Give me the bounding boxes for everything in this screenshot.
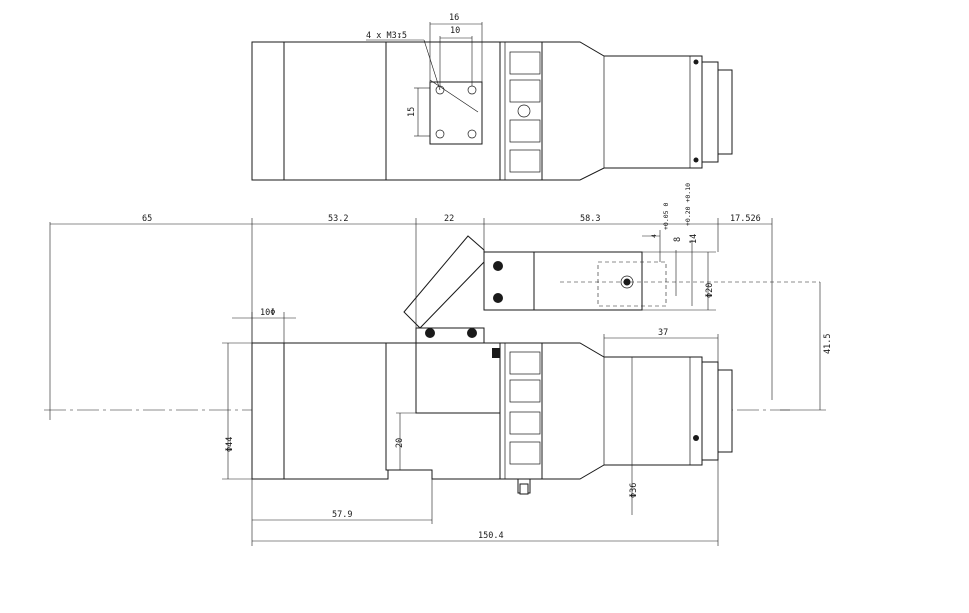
dim-label-phi36: Φ36 bbox=[629, 483, 639, 498]
dim-label-8: 8 bbox=[673, 237, 683, 242]
tol-label-b: +0.20 +0.10 bbox=[684, 183, 692, 226]
thread-callout: 4 x M3↧5 bbox=[366, 31, 407, 41]
top-front-flange bbox=[701, 61, 719, 163]
top-focus-ring bbox=[499, 41, 543, 181]
dim-label-17-526: 17.526 bbox=[730, 214, 761, 224]
dim-label-phi20: Φ20 bbox=[705, 283, 715, 298]
dim-label-58-3: 58.3 bbox=[580, 214, 600, 224]
dim-label-20: 20 bbox=[395, 438, 405, 448]
top-front-barrel bbox=[541, 41, 703, 181]
side-rear-barrel bbox=[251, 342, 389, 480]
dim-label-37: 37 bbox=[658, 328, 668, 338]
dim-label-41-5: 41.5 bbox=[823, 334, 833, 354]
dim-label-14: 14 bbox=[689, 234, 699, 244]
dim-label-57-9: 57.9 bbox=[332, 510, 352, 520]
dim-label-16: 16 bbox=[449, 13, 459, 23]
top-front-thread bbox=[717, 69, 733, 155]
dim-label-10: 10 bbox=[450, 26, 460, 36]
side-view: 65 53.2 22 58.3 17.526 4 +0.05 0 8 +0.20… bbox=[44, 183, 833, 546]
dim-label-phi44: Φ44 bbox=[225, 437, 235, 452]
side-prism-block bbox=[415, 342, 501, 414]
top-mount-plate bbox=[429, 81, 483, 145]
side-port-collar bbox=[483, 251, 535, 311]
top-hole-4 bbox=[467, 129, 477, 139]
tol-label-a: +0.05 0 bbox=[662, 203, 670, 230]
side-front-flange bbox=[701, 361, 719, 461]
svg-text:4: 4 bbox=[650, 234, 658, 238]
dim-label-65: 65 bbox=[142, 214, 152, 224]
side-front-thread bbox=[717, 369, 733, 453]
top-lock-screw bbox=[517, 104, 531, 118]
top-view: 16 10 4 x M3↧5 15 bbox=[251, 13, 733, 181]
top-rear-barrel bbox=[251, 41, 389, 181]
dim-label-53-2: 53.2 bbox=[328, 214, 348, 224]
dim-label-10-phi: 10Φ bbox=[260, 308, 275, 318]
top-hole-3 bbox=[435, 129, 445, 139]
dim-label-150-4: 150.4 bbox=[478, 531, 504, 541]
dim-label-22: 22 bbox=[444, 214, 454, 224]
dim-label-15: 15 bbox=[407, 107, 417, 117]
side-front-barrel bbox=[541, 342, 703, 480]
side-focus-ring bbox=[499, 342, 543, 480]
